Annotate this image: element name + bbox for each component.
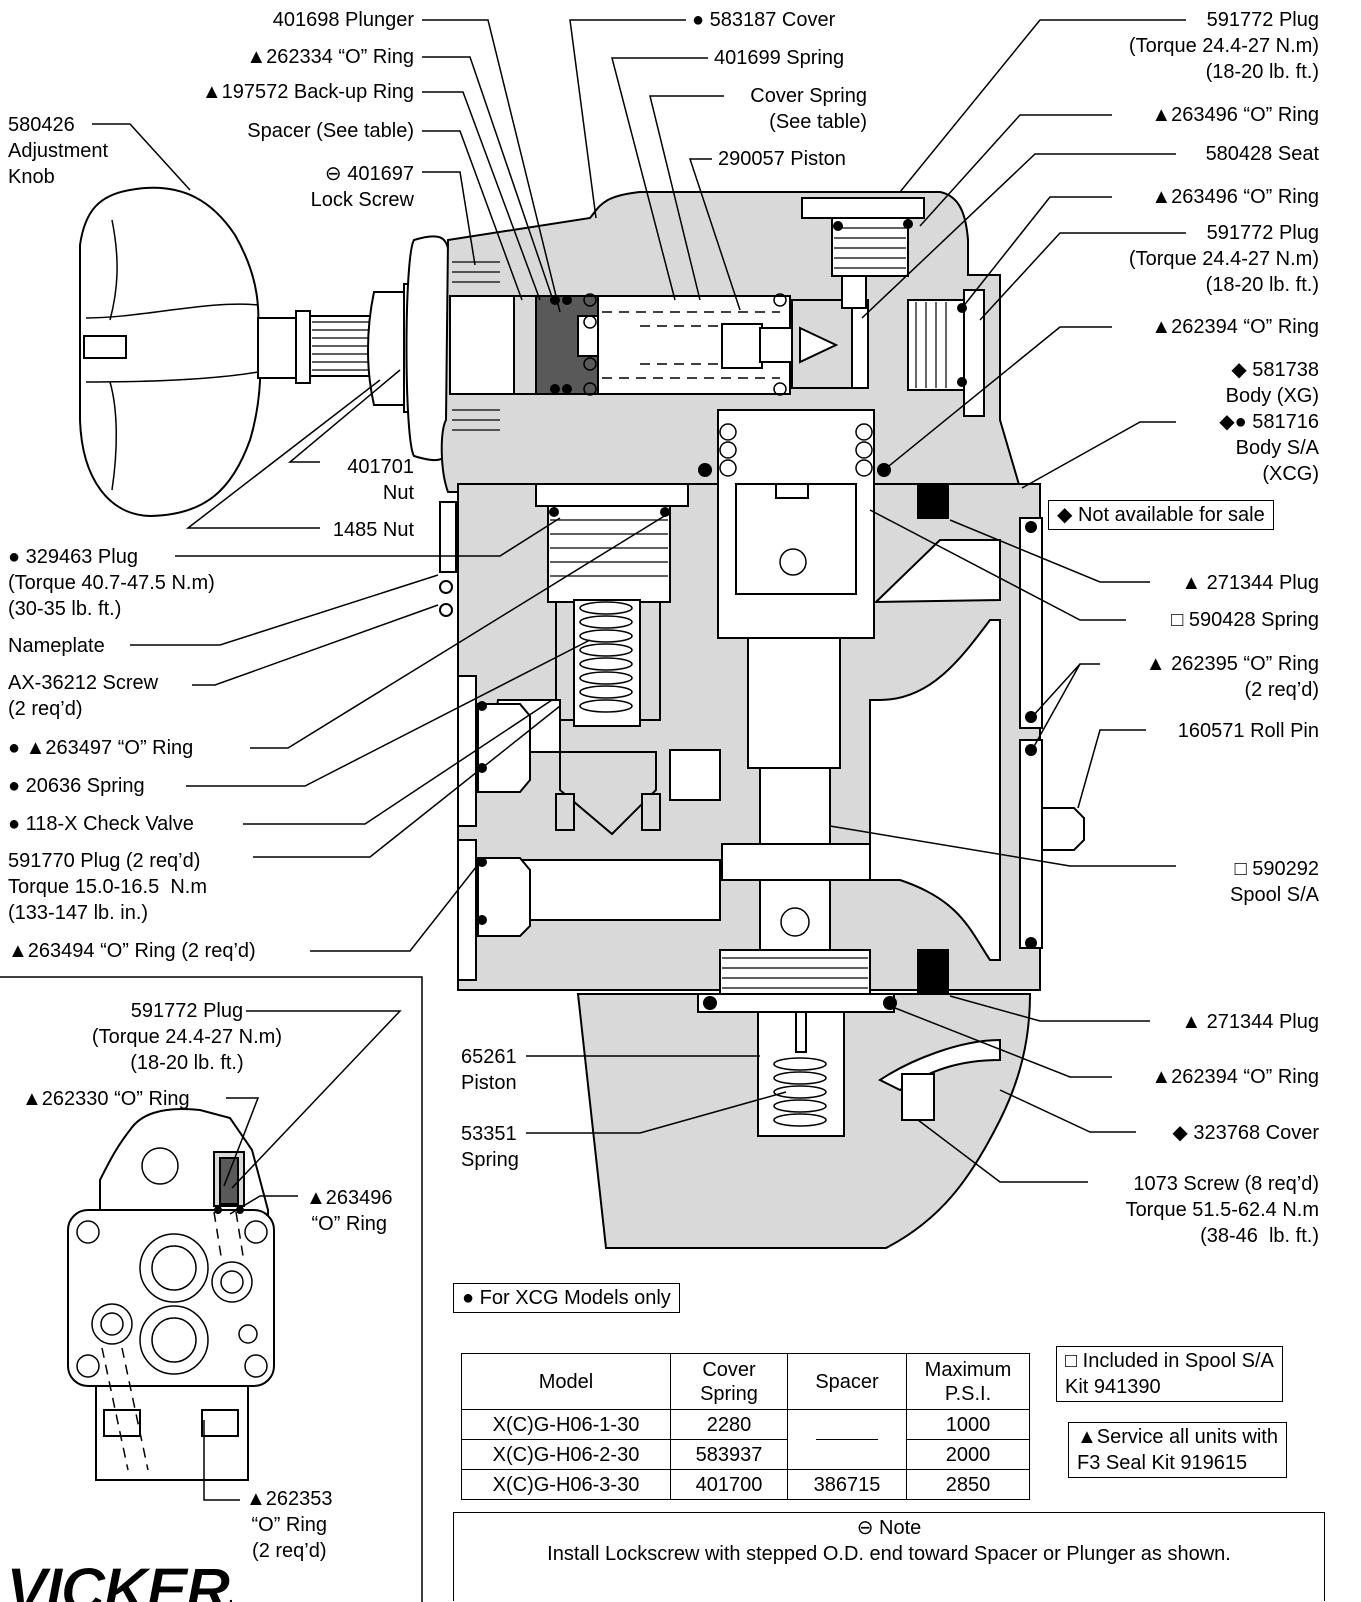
callout-inset-oring-262353: ▲262353 “O” Ring (2 req’d) — [246, 1488, 333, 1562]
table-cell-spacer: 386715 — [787, 1469, 907, 1500]
callout-plug-329463: ● 329463 Plug (Torque 40.7-47.5 N.m) (30… — [8, 546, 215, 620]
callout-nut-401701: 401701 Nut — [347, 456, 414, 504]
table-cell-cover-spring: 583937 — [670, 1439, 788, 1470]
callout-spring-20636: ● 20636 Spring — [8, 775, 145, 797]
spool — [719, 637, 871, 997]
callout-spring-590428: □ 590428 Spring — [1171, 609, 1319, 631]
callout-piston-65261: 65261 Piston — [461, 1046, 517, 1094]
table-cell-cover-spring: 2280 — [670, 1409, 788, 1440]
callout-cover-323768: ◆ 323768 Cover — [1172, 1122, 1319, 1144]
svg-text:VICKERS: VICKERS — [6, 1556, 232, 1602]
callout-spool: □ 590292 Spool S/A — [1230, 858, 1319, 906]
callout-spacer: Spacer (See table) — [247, 120, 414, 142]
callout-cover-583187: ● 583187 Cover — [692, 9, 836, 31]
adjustment-stem — [257, 235, 449, 462]
note-title: ⊖ Note — [856, 1517, 922, 1539]
callout-spring-401699: 401699 Spring — [714, 47, 845, 69]
table-cell-model: X(C)G-H06-3-30 — [461, 1469, 671, 1500]
callout-cover-spring: Cover Spring (See table) — [750, 85, 867, 133]
callout-plunger: 401698 Plunger — [272, 9, 414, 31]
callout-screw-1073: 1073 Screw (8 req’d) Torque 51.5-62.4 N.… — [1125, 1173, 1319, 1247]
table-header-spacer: Spacer — [787, 1353, 907, 1410]
table-row: X(C)G-H06-3-30 401700 386715 2850 — [461, 1469, 1030, 1500]
legend-spool-kit: □ Included in Spool S/A Kit 941390 — [1056, 1346, 1283, 1402]
inset-end-view — [67, 1108, 275, 1481]
callout-plug-591772-top: 591772 Plug (Torque 24.4-27 N.m) (18-20 … — [1128, 9, 1319, 83]
callout-piston-290057: 290057 Piston — [718, 148, 846, 170]
callout-inset-oring-263496: ▲263496 “O” Ring — [306, 1187, 393, 1235]
callout-oring-262394-b: ▲262394 “O” Ring — [1151, 1066, 1319, 1088]
table-cell-model: X(C)G-H06-1-30 — [461, 1409, 671, 1440]
model-spec-table: Model Cover Spring Spacer Maximum P.S.I.… — [461, 1353, 1030, 1500]
table-row: X(C)G-H06-1-30 2280 1000 — [461, 1409, 1030, 1470]
callout-plug-591770: 591770 Plug (2 req’d) Torque 15.0-16.5 N… — [8, 850, 207, 924]
legend-xcg-only: ● For XCG Models only — [453, 1283, 680, 1313]
table-cell-model: X(C)G-H06-2-30 — [461, 1439, 671, 1470]
leader-lines — [92, 19, 1186, 1501]
table-cell-max-psi: 2000 — [906, 1439, 1030, 1470]
vickers-logo-mark: VICKERS — [6, 1556, 233, 1602]
callout-check-valve: ● 118-X Check Valve — [8, 813, 194, 835]
callout-oring-262395: ▲ 262395 “O” Ring (2 req’d) — [1145, 653, 1319, 701]
table-cell-max-psi: 2850 — [906, 1469, 1030, 1500]
callout-oring-262394-a: ▲262394 “O” Ring — [1151, 316, 1319, 338]
callout-inset-plug: 591772 Plug (Torque 24.4-27 N.m) (18-20 … — [91, 1000, 282, 1074]
table-cell-max-psi: 1000 — [906, 1409, 1030, 1440]
spacer-none-dash — [816, 1439, 878, 1440]
callout-oring-263494: ▲263494 “O” Ring (2 req’d) — [8, 940, 256, 962]
callout-oring-263496-a: ▲263496 “O” Ring — [1151, 104, 1319, 126]
callout-body: ◆ 581738 Body (XG) ◆● 581716 Body S/A (X… — [1219, 359, 1319, 485]
callout-oring-263497: ● ▲263497 “O” Ring — [8, 737, 194, 759]
callout-roll-pin: 160571 Roll Pin — [1177, 720, 1319, 742]
callout-nameplate: Nameplate — [8, 635, 105, 657]
callout-seat-580428: 580428 Seat — [1205, 143, 1319, 165]
callout-oring-263496-b: ▲263496 “O” Ring — [1151, 186, 1319, 208]
callout-oring-262334: ▲262334 “O” Ring — [246, 46, 414, 68]
callout-nut-1485: 1485 Nut — [332, 519, 414, 541]
table-row: X(C)G-H06-2-30 583937 2000 — [461, 1439, 1030, 1470]
table-header-cover-spring: Cover Spring — [670, 1353, 788, 1410]
callout-plug-271344-b: ▲ 271344 Plug — [1181, 1011, 1319, 1033]
table-header-max-psi: Maximum P.S.I. — [906, 1353, 1030, 1410]
legend-seal-kit: ▲Service all units with F3 Seal Kit 9196… — [1068, 1422, 1287, 1478]
note-text: Install Lockscrew with stepped O.D. end … — [547, 1543, 1231, 1565]
callout-backup-ring: ▲197572 Back-up Ring — [201, 81, 414, 103]
callout-inset-oring-262330: ▲262330 “O” Ring — [22, 1088, 190, 1110]
callout-plug-591772-mid: 591772 Plug (Torque 24.4-27 N.m) (18-20 … — [1128, 222, 1319, 296]
callout-spring-53351: 53351 Spring — [461, 1123, 519, 1171]
top-cover — [801, 197, 925, 219]
install-note: ⊖ Note Install Lockscrew with stepped O.… — [453, 1512, 1325, 1601]
callout-screw-ax36212: AX-36212 Screw (2 req’d) — [8, 672, 159, 720]
table-header-model: Model — [461, 1353, 671, 1410]
vickers-logo: VICKERS — [2, 1553, 233, 1602]
callout-plug-271344-a: ▲ 271344 Plug — [1181, 572, 1319, 594]
legend-not-for-sale: ◆ Not available for sale — [1048, 500, 1274, 530]
callout-adjustment-knob: 580426 Adjustment Knob — [8, 114, 109, 188]
table-cell-cover-spring: 401700 — [670, 1469, 788, 1500]
table-cell-spacer — [787, 1409, 907, 1470]
adjustment-knob — [79, 186, 262, 518]
callout-lockscrew: ⊖ 401697 Lock Screw — [310, 163, 414, 211]
check-valve-plug — [535, 483, 689, 507]
